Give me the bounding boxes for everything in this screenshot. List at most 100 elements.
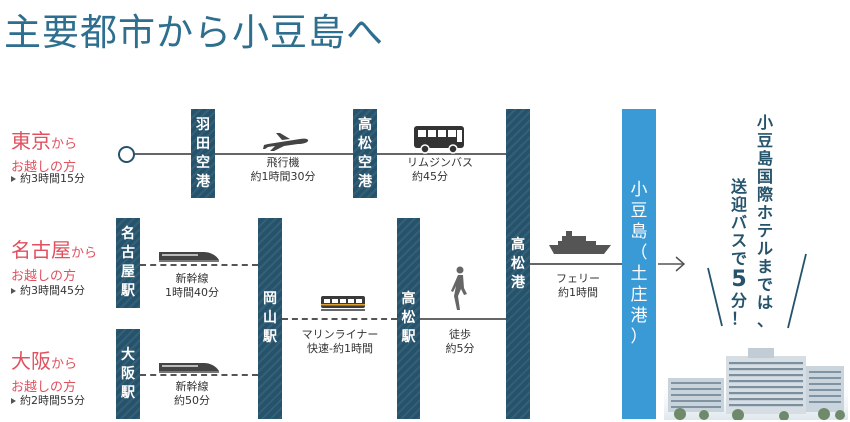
leg-ferry-label: フェリー 約1時間 [538, 272, 618, 300]
walk-line [420, 318, 508, 320]
char: で [756, 275, 773, 294]
char: 駅 [401, 329, 416, 345]
triangle-bullet-icon [11, 176, 16, 182]
station-okayama: 岡 山 駅 [258, 218, 282, 419]
origin-city: 名古屋 [11, 238, 71, 262]
char: 松 [401, 310, 416, 326]
char: 高 [358, 116, 372, 133]
duration-text: 約3時間45分 [20, 284, 85, 297]
char: 松 [511, 255, 525, 272]
char: 空 [358, 154, 372, 171]
leg-limousine-label: リムジンバス 約45分 [395, 156, 485, 184]
train-icon [321, 296, 365, 311]
origin-kara: から [71, 246, 98, 261]
char: ス [730, 231, 747, 250]
origin-city: 大阪 [11, 349, 51, 373]
leg-name: マリンライナー [301, 328, 379, 341]
char: 屋 [121, 264, 135, 280]
station-nagoya: 名 古 屋 駅 [116, 218, 140, 308]
duration-text: 約2時間55分 [20, 394, 85, 407]
origin-kara: から [51, 357, 78, 372]
minutes-number: 5 [731, 267, 747, 292]
char: 高 [401, 291, 416, 307]
char: 島 [756, 149, 773, 168]
walker-icon [451, 266, 467, 310]
char: （ [630, 243, 648, 263]
char: 国 [756, 167, 773, 186]
leg-name: リムジンバス [407, 156, 473, 169]
origin-tokyo: 東京から お越しの方 [11, 125, 77, 175]
station-haneda-airport: 羽 田 空 港 [191, 109, 215, 198]
page-title: 主要都市から小豆島へ [4, 11, 384, 54]
char: 小 [756, 113, 773, 132]
tokyo-duration: 約3時間15分 [11, 170, 85, 186]
hotel-building-image [664, 348, 848, 420]
tokyo-route-line [133, 153, 506, 155]
char: 名 [121, 226, 135, 242]
leg-time: 快速-約1時間 [307, 342, 373, 355]
osaka-shinkansen-line [140, 374, 258, 376]
origin-kara: から [51, 137, 78, 152]
leg-time: 約1時間30分 [250, 170, 316, 183]
station-takamatsu-airport: 高 松 空 港 [353, 109, 377, 198]
leg-time: 1時間40分 [165, 286, 219, 299]
arrow-right-icon [658, 256, 686, 272]
leg-name: フェリー [556, 272, 600, 285]
char: 豆 [756, 131, 773, 150]
char: テ [756, 221, 773, 240]
char: ル [756, 239, 773, 258]
char: 駅 [121, 384, 135, 401]
char: 高 [511, 236, 525, 253]
hotel-note-line1: 小 豆 島 国 際 ホ テ ル ま で は 、 [754, 114, 776, 330]
leg-time: 約1時間 [558, 286, 598, 299]
char: 羽 [196, 116, 210, 133]
nagoya-duration: 約3時間45分 [11, 282, 85, 298]
char: 豆 [630, 201, 648, 221]
leg-walk-label: 徒歩 約5分 [430, 328, 490, 356]
shinkansen-icon [159, 252, 219, 262]
station-osaka: 大 阪 駅 [116, 329, 140, 419]
osaka-duration: 約2時間55分 [11, 392, 85, 408]
origin-line2: お越しの方 [11, 160, 77, 175]
char: 港 [511, 274, 525, 291]
char: 阪 [121, 365, 135, 382]
char: は [756, 293, 773, 312]
leg-time: 約5分 [445, 342, 475, 355]
origin-line2: お越しの方 [11, 380, 77, 395]
ship-icon [549, 231, 611, 254]
char: 分 [730, 291, 747, 310]
leg-name: 新幹線 [175, 272, 209, 285]
char: 岡 [263, 291, 277, 307]
emphasis-lines [707, 253, 807, 329]
leg-airplane-label: 飛行機 約1時間30分 [238, 156, 328, 184]
char: 大 [121, 346, 135, 363]
char: 田 [196, 135, 210, 152]
char: 島 [630, 222, 648, 242]
tokyo-start-circle [118, 146, 135, 163]
ferry-line [530, 263, 622, 265]
char: 、 [756, 311, 773, 330]
station-takamatsu: 高 松 駅 [397, 218, 420, 419]
leg-marine-liner-label: マリンライナー 快速-約1時間 [290, 328, 390, 356]
nagoya-shinkansen-line [140, 264, 258, 266]
char: 空 [196, 154, 210, 171]
origin-line2: お越しの方 [11, 269, 77, 284]
origin-osaka: 大阪から お越しの方 [11, 345, 77, 395]
shinkansen-icon [159, 363, 219, 373]
airplane-icon [263, 133, 309, 151]
char: 港 [630, 306, 648, 326]
char: 港 [358, 173, 372, 190]
bus-icon [414, 126, 464, 154]
marine-liner-line [282, 318, 397, 320]
char: 松 [358, 135, 372, 152]
char: 際 [756, 185, 773, 204]
leg-shinkansen-osaka-label: 新幹線 約50分 [152, 380, 232, 408]
leg-shinkansen-nagoya-label: 新幹線 1時間40分 [152, 272, 232, 300]
triangle-bullet-icon [11, 398, 16, 404]
char: ホ [756, 203, 773, 222]
triangle-bullet-icon [11, 288, 16, 294]
char: で [730, 249, 747, 268]
char: バ [730, 213, 747, 232]
takamatsu-port: 高 松 港 [506, 109, 530, 419]
leg-name: 飛行機 [266, 156, 300, 169]
